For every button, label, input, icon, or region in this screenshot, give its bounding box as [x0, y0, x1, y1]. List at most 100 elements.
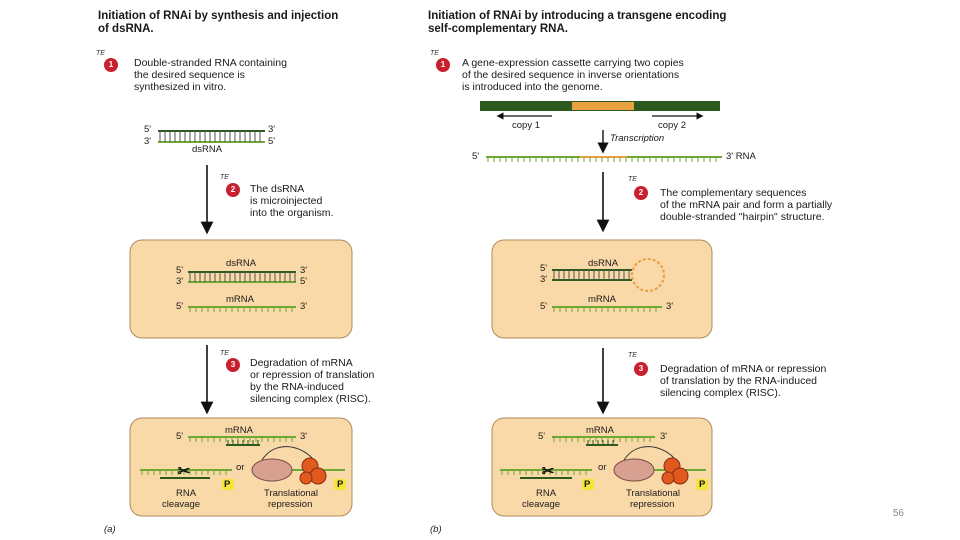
b-copy1-label: copy 1 — [512, 120, 540, 131]
b-step3-line-1: Degradation of mRNA or repression — [660, 363, 827, 375]
a-ds-5-top: 5' — [144, 124, 152, 135]
b-rna-strand — [486, 156, 722, 162]
a-step2-line-1: The dsRNA — [250, 183, 305, 195]
b-cleavage-strand: ✂ — [500, 463, 592, 480]
a-cleavage-strand: ✂ — [140, 463, 232, 480]
a-cell-box-1 — [129, 239, 353, 339]
svg-text:✂: ✂ — [542, 463, 555, 480]
a-box1-ds-3: 3' — [176, 276, 184, 287]
a-box1-mrna-5: 5' — [176, 301, 184, 312]
a-cleavage-line-1: RNA — [176, 488, 197, 499]
b-step1-line-3: is introduced into the genome. — [462, 81, 603, 93]
a-dsrna-label: dsRNA — [192, 144, 223, 155]
b-p-label-1: P — [584, 479, 591, 490]
a-p-box-1 — [222, 479, 234, 490]
b-box1-ds-5: 5' — [540, 263, 548, 274]
b-box1-ds-3: 3' — [540, 274, 548, 285]
b-box1-mrna-5: 5' — [540, 301, 548, 312]
b-or-label: or — [598, 462, 607, 473]
a-dsrna-molecule — [158, 130, 265, 143]
a-step1-line-1: Double-stranded RNA containing — [134, 57, 287, 69]
b-box2-mrna-label: mRNA — [586, 425, 614, 436]
b-step2-line-1: The complementary sequences — [660, 187, 807, 199]
a-repression-line-2: repression — [268, 499, 313, 510]
b-step3-line-2: of translation by the RNA-induced — [660, 375, 818, 387]
b-step2-line-3: double-stranded "hairpin" structure. — [660, 211, 825, 223]
a-box1-mrna-3: 3' — [300, 301, 308, 312]
b-gene-cassette — [480, 101, 720, 111]
b-cell-box-1 — [491, 239, 713, 339]
b-box1-mrna — [552, 306, 662, 312]
a-box1-mrna-label: mRNA — [226, 294, 254, 305]
b-box2-mrna-5: 5' — [538, 431, 546, 442]
b-rna-5: 5' — [472, 151, 480, 162]
b-box2-mrna — [552, 436, 655, 446]
b-p-box-2 — [696, 479, 708, 490]
a-step1-badge: 1 — [104, 58, 118, 72]
b-title-line-2: self-complementary RNA. — [428, 23, 568, 35]
b-panel-letter: (b) — [430, 524, 442, 535]
a-box1-ds-3r: 3' — [300, 265, 308, 276]
b-repression-line-2: repression — [630, 499, 675, 510]
b-step1-badge: 1 — [436, 58, 450, 72]
b-step2-tag: TE — [628, 176, 637, 183]
a-box1-mrna — [188, 306, 296, 312]
b-step2-line-2: of the mRNA pair and form a partially — [660, 199, 833, 211]
a-box2-mrna-3: 3' — [300, 431, 308, 442]
b-rna-3-label: 3' RNA — [726, 151, 756, 162]
a-p-label-2: P — [337, 479, 344, 490]
a-ds-3-top: 3' — [268, 124, 276, 135]
a-repression-complex — [251, 446, 345, 485]
a-step3-badge: 3 — [226, 358, 240, 372]
a-cleavage-line-2: cleavage — [162, 499, 201, 510]
b-step3-tag: TE — [628, 352, 637, 359]
a-panel-letter: (a) — [104, 524, 116, 535]
b-box1-mrna-label: mRNA — [588, 294, 616, 305]
b-box2-mrna-3: 3' — [660, 431, 668, 442]
a-p-label-1: P — [224, 479, 231, 490]
a-step3-line-3: by the RNA-induced — [250, 381, 344, 393]
a-step2-line-3: into the organism. — [250, 207, 334, 219]
a-step2-line-2: is microinjected — [250, 195, 323, 207]
b-cleavage-line-1: RNA — [536, 488, 557, 499]
b-step2-badge: 2 — [634, 186, 648, 200]
b-p-label-2: P — [699, 479, 706, 490]
a-repression-line-1: Translational — [264, 488, 319, 499]
b-step3-line-3: silencing complex (RISC). — [660, 387, 781, 399]
a-title-line-1: Initiation of RNAi by synthesis and inje… — [98, 10, 339, 22]
b-step1-line-2: of the desired sequence in inverse orien… — [462, 69, 680, 81]
b-step1-tag: TE — [430, 50, 439, 57]
b-hairpin — [552, 258, 665, 292]
a-p-box-2 — [334, 479, 346, 490]
b-cleavage-line-2: cleavage — [522, 499, 561, 510]
b-repression-complex — [613, 446, 706, 485]
b-step3-badge: 3 — [634, 362, 648, 376]
a-box1-ds-5: 5' — [176, 265, 184, 276]
a-box2-mrna-label: mRNA — [225, 425, 253, 436]
b-step1-line-1: A gene-expression cassette carrying two … — [462, 57, 684, 69]
a-cell-box-2 — [129, 417, 353, 517]
a-box1-dsrna-label: dsRNA — [226, 258, 257, 269]
a-step3-line-1: Degradation of mRNA — [250, 357, 353, 369]
b-title-line-1: Initiation of RNAi by introducing a tran… — [428, 10, 727, 22]
a-step3-tag: TE — [220, 350, 229, 357]
a-step3-line-4: silencing complex (RISC). — [250, 393, 371, 405]
a-box2-mrna — [188, 436, 296, 446]
a-ds-5-bottom: 5' — [268, 136, 276, 147]
b-repression-line-1: Translational — [626, 488, 681, 499]
b-cell-box-2 — [491, 417, 713, 517]
b-box1-dsrna-label: dsRNA — [588, 258, 619, 269]
b-box1-mrna-3: 3' — [666, 301, 674, 312]
a-step3-line-2: or repression of translation — [250, 369, 375, 381]
a-step2-badge: 2 — [226, 183, 240, 197]
a-step1-line-2: the desired sequence is — [134, 69, 245, 81]
a-step1-tag: TE — [96, 50, 105, 57]
a-step1-line-3: synthesized in vitro. — [134, 81, 227, 93]
a-box1-ds-5r: 5' — [300, 276, 308, 287]
a-title-line-2: of dsRNA. — [98, 23, 154, 35]
page-number: 56 — [892, 508, 904, 519]
a-box1-dsrna — [188, 271, 296, 283]
a-or-label: or — [236, 462, 245, 473]
b-transcription-label: Transcription — [610, 133, 665, 144]
